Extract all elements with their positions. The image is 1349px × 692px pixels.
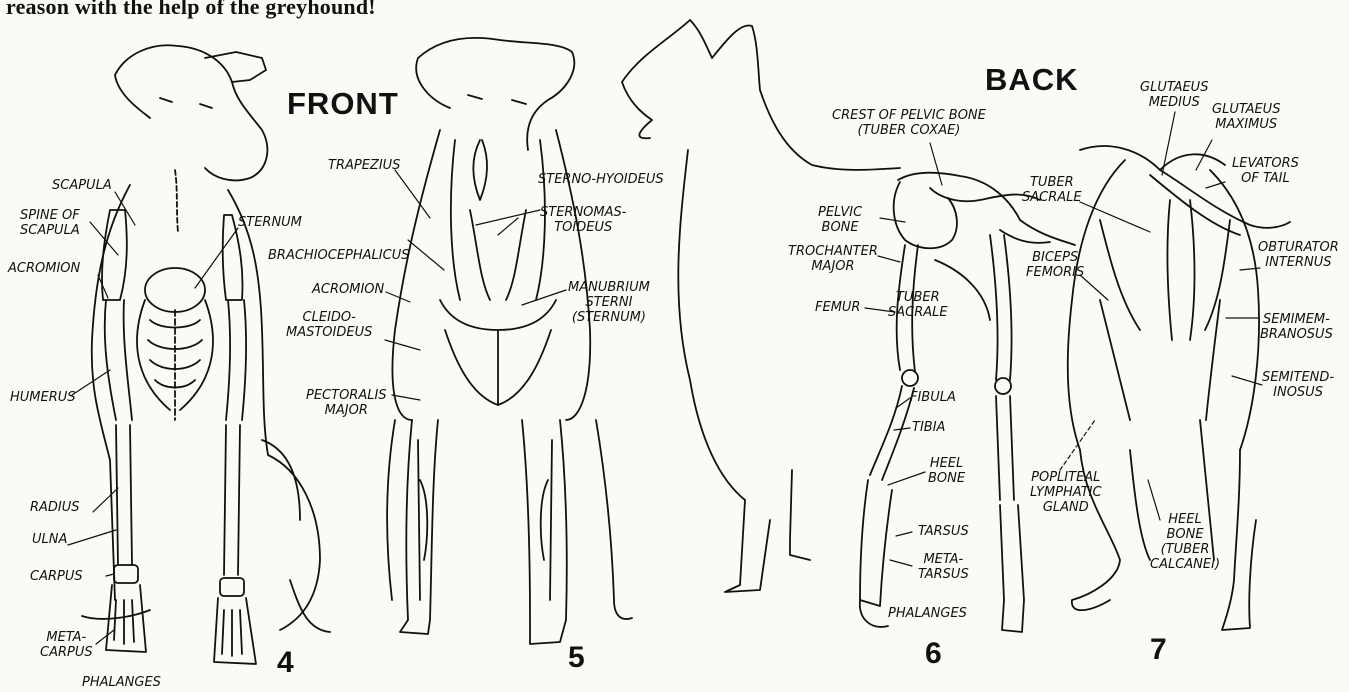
label-tibia: TIBIA	[912, 420, 945, 435]
label-heel-bone-fig6: HEEL BONE	[928, 456, 965, 486]
label-sternum: STERNUM	[238, 215, 302, 230]
label-obturator-internus: OBTURATOR INTERNUS	[1258, 240, 1339, 270]
label-scapula: SCAPULA	[52, 178, 112, 193]
label-levators-of-tail: LEVATORS OF TAIL	[1232, 156, 1299, 186]
label-carpus: CARPUS	[30, 569, 83, 584]
label-ulna: ULNA	[32, 532, 67, 547]
label-semitendinosus: SEMITEND- INOSUS	[1262, 370, 1334, 400]
label-glutaeus-maximus: GLUTAEUS MAXIMUS	[1212, 102, 1280, 132]
label-trochanter-major: TROCHANTER MAJOR	[788, 244, 878, 274]
label-pectoralis-major: PECTORALIS MAJOR	[306, 388, 387, 418]
label-glutaeus-medius: GLUTAEUS MEDIUS	[1140, 80, 1208, 110]
label-sterno-hyoideus: STERNO-HYOIDEUS	[538, 172, 664, 187]
label-popliteal-lymphatic-gland: POPLITEAL LYMPHATIC GLAND	[1030, 470, 1102, 515]
label-pelvic-bone: PELVIC BONE	[818, 205, 862, 235]
label-biceps-femoris: BICEPS FEMORIS	[1026, 250, 1084, 280]
label-tuber-sacrale-fig7: TUBER SACRALE	[1022, 175, 1082, 205]
label-phalanges-fig6: PHALANGES	[888, 606, 967, 621]
label-manubrium-sterni: MANUBRIUM STERNI (STERNUM)	[568, 280, 650, 325]
label-acromion-fig5: ACROMION	[312, 282, 384, 297]
label-phalanges-fig4: PHALANGES	[82, 675, 161, 690]
figure-5-muscle-drawing	[387, 38, 632, 644]
label-femur: FEMUR	[815, 300, 860, 315]
label-acromion-fig4: ACROMION	[8, 261, 80, 276]
leader-lines	[68, 112, 1262, 644]
label-semimembranosus: SEMIMEM- BRANOSUS	[1260, 312, 1333, 342]
label-humerus: HUMERUS	[10, 390, 76, 405]
figure-4-skeleton-drawing	[82, 45, 330, 664]
label-metatarsus: META- TARSUS	[918, 552, 969, 582]
label-brachiocephalicus: BRACHIOCEPHALICUS	[268, 248, 409, 263]
label-metacarpus: META- CARPUS	[40, 630, 93, 660]
label-radius: RADIUS	[30, 500, 80, 515]
label-spine-of-scapula: SPINE OF SCAPULA	[20, 208, 80, 238]
label-heel-bone-fig7: HEEL BONE (TUBER CALCANEI)	[1150, 512, 1220, 572]
label-tuber-sacrale-fig6: TUBER SACRALE	[888, 290, 948, 320]
label-tarsus: TARSUS	[918, 524, 969, 539]
label-trapezius: TRAPEZIUS	[328, 158, 400, 173]
label-fibula: FIBULA	[910, 390, 956, 405]
label-cleidomastoideus: CLEIDO- MASTOIDEUS	[286, 310, 372, 340]
label-crest-of-pelvic-bone: CREST OF PELVIC BONE (TUBER COXAE)	[832, 108, 986, 138]
label-sternomastoideus: STERNOMAS- TOIDEUS	[540, 205, 626, 235]
